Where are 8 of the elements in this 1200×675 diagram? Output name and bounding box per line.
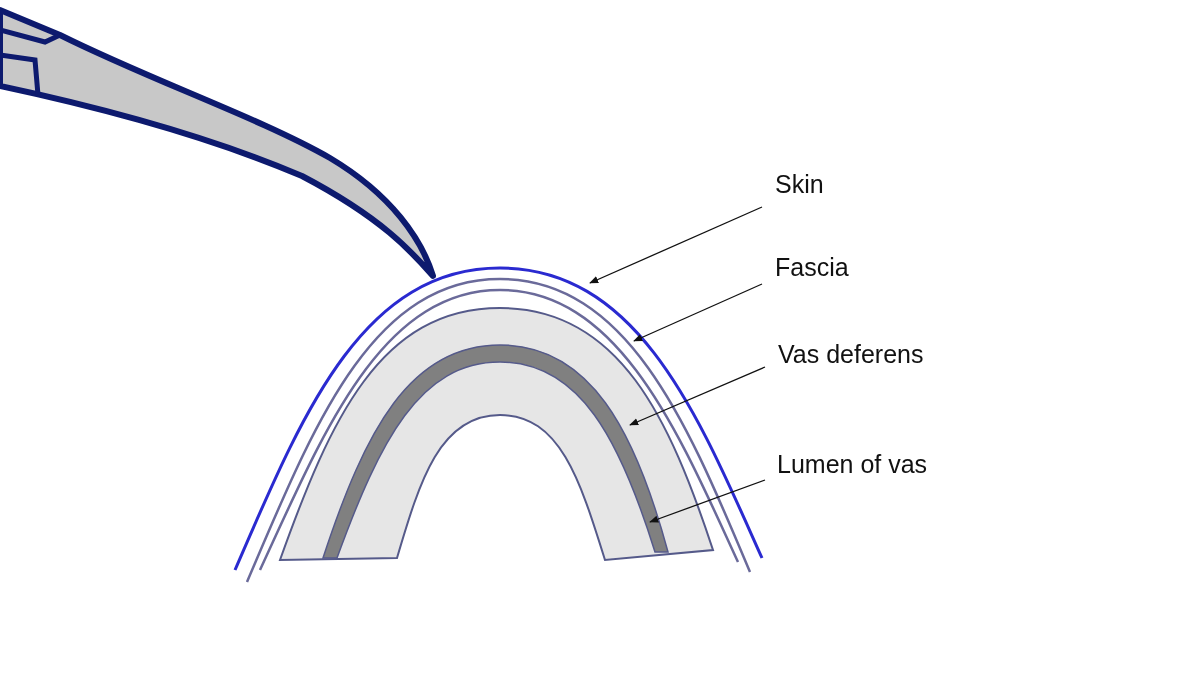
part-label: Fascia — [775, 253, 849, 282]
part-label: Lumen of vas — [777, 450, 928, 479]
leader-line — [589, 206, 763, 284]
part-label: Vas deferens — [778, 340, 924, 369]
part-label: Skin — [775, 170, 824, 199]
leader-line — [629, 366, 766, 426]
leader-line — [649, 479, 766, 523]
leader-line — [633, 283, 763, 342]
